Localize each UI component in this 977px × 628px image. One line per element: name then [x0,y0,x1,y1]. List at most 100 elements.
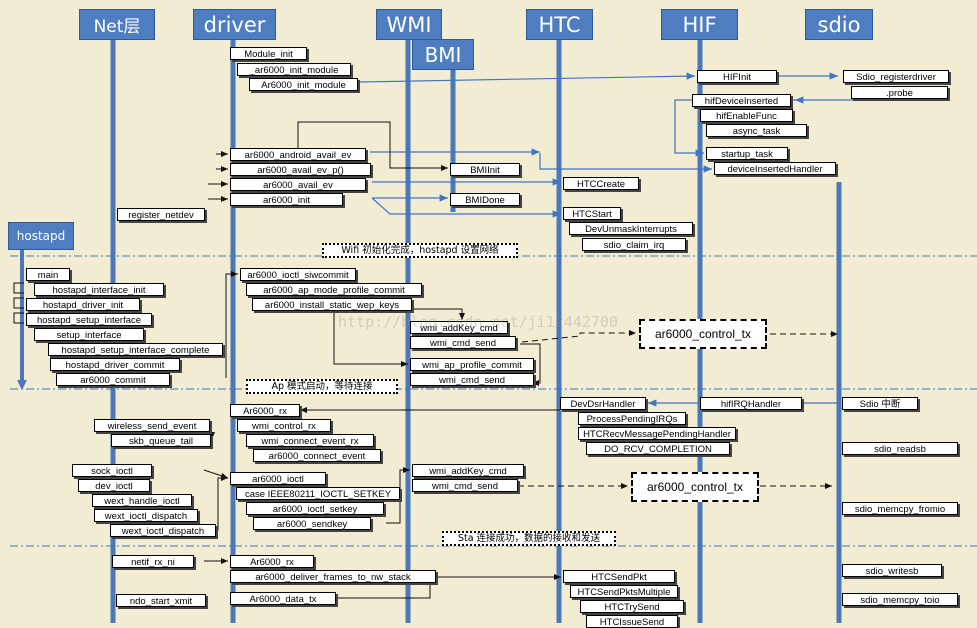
call-arrow [520,343,541,386]
function-box: ar6000_init [230,193,343,206]
function-box: async_task [706,124,807,137]
function-box: HTCSendPkt [563,570,675,583]
function-box: wext_ioctl_dispatch [94,509,198,522]
note-ap-mode: Ap 模式启动，等待连接 [246,379,398,394]
call-arrow [203,469,229,479]
header-hif: HIF [661,9,738,40]
call-arrow [357,72,696,83]
header-bmi: BMI [412,39,474,70]
function-box: ar6000_ap_mode_profile_commit [246,283,422,296]
function-box: BMIInit [450,163,520,176]
function-box: ar6000_android_avail_ev [230,148,366,161]
function-box: ar6000_commit [56,373,170,386]
header-driver: driver [193,9,276,40]
function-box: ndo_start_xmit [116,594,206,607]
function-box: Module_init [230,47,307,60]
function-box: Ar6000_init_module [249,78,358,91]
function-box: hifEnableFunc [700,109,793,122]
function-box: HIFInit [697,70,777,83]
function-box: hifDeviceInserted [692,94,791,107]
note-sta-connected: Sta 连接成功，数据的接收和发送 [442,531,616,546]
function-box: ar6000_install_static_wep_keys [252,298,412,311]
function-box: sdio_memcpy_toio [842,593,958,606]
function-box: wmi_cmd_send [412,479,518,492]
function-box: HTCStart [563,207,621,220]
function-box: ar6000_ioctl [230,472,326,485]
function-box: wext_ioctl_dispatch [110,524,216,537]
function-box: wmi_cmd_send [410,336,516,349]
function-box: wmi_ap_profile_commit [410,358,534,371]
function-box: BMIDone [450,193,520,206]
function-box: .probe [851,86,948,99]
call-arrow [204,475,228,531]
function-box: hostapd_driver_init [26,298,140,311]
call-arrow [297,121,448,171]
function-box: sdio_writesb [842,564,942,577]
call-arrow [316,574,561,599]
function-box: ar6000_sendkey [253,517,371,530]
function-box: sock_ioctl [72,464,152,477]
function-box: HTCSendPktsMultiple [570,585,678,598]
self-call-loop [13,312,24,324]
function-box: _ar6000_init_module [237,63,351,76]
function-box: sdio_memcpy_fromio [842,502,958,515]
control-tx-box: ar6000_control_tx [639,319,767,349]
header-htc: HTC [526,9,593,40]
function-box: ar6000_avail_ev [230,178,366,191]
header-hostapd: hostapd [8,222,74,250]
function-box: case IEEE80211_IOCTL_SETKEY [236,487,400,500]
function-box: ar6000_avail_ev_p() [230,163,371,176]
function-box: hostapd_driver_commit [50,358,180,371]
function-box: deviceInsertedHandler [714,162,836,175]
function-box: HTCRecvMessagePendingHandler [578,427,736,440]
function-box: wireless_send_event [94,419,210,432]
function-box: startup_task [706,147,788,160]
function-box: wmi_connect_event_rx [246,434,374,447]
function-box: hostapd_interface_init [34,283,164,296]
header-sdio: sdio [805,9,873,40]
function-box: wmi_addKey_cmd [410,321,508,334]
self-call-loop [13,282,24,294]
lifeline-hostapd-arrowhead [17,380,27,390]
function-box: ar6000_ioctl_setkey [246,502,384,515]
function-box: sdio_readsb [842,442,958,455]
function-box: ProcessPendingIRQs [578,412,686,425]
function-box: Ar6000_rx [230,404,300,417]
function-box: ar6000_deliver_frames_to_nw_stack [230,570,436,583]
note-wifi-init: Wifi 初始化完成，hostapd 设置网络 [322,243,518,258]
function-box: Sdio_registerdriver [843,70,949,83]
call-arrow [386,467,410,524]
call-arrow [225,271,238,378]
function-box: hifIRQHandler [700,397,802,410]
call-arrow [371,197,561,218]
function-box: Ar6000_data_tx [230,592,336,605]
function-box: main [26,268,70,281]
function-box: setup_interface [34,328,144,341]
function-box: DevUnmaskInterrupts [569,222,693,235]
function-box: netif_rx_ni [112,555,194,568]
function-box: wmi_addKey_cmd [412,464,524,477]
function-box: hostapd_setup_interface [26,313,152,326]
function-box: hostapd_setup_interface_complete [48,343,223,356]
function-box: wext_handle_ioctl [92,494,192,507]
function-box: HTCIssueSend [586,615,678,628]
function-box: HTCCreate [563,177,639,190]
function-box: dev_ioctl [78,479,150,492]
function-box: Ar6000_rx [230,555,314,568]
function-box: wmi_cmd_send [410,373,534,386]
header-wmi: WMI [376,9,442,40]
self-call-loop [13,297,24,309]
function-box: Sdio 中断 [842,397,918,410]
watermark: http://blog.csdn.net/ji12442700 [338,313,618,331]
control-tx-arrow [521,330,636,343]
function-box: sdio_claim_irq [582,238,686,251]
function-box: DevDsrHandler [560,397,646,410]
function-box: skb_queue_tail [111,434,211,447]
function-box: register_netdev [117,208,205,221]
control-tx-box: ar6000_control_tx [631,472,759,502]
function-box: ar6000_connect_event [253,449,381,462]
function-box: ar6000_ioctl_siwcommit [240,268,356,281]
header-net: Net层 [79,9,155,40]
function-box: HTCTrySend [580,600,684,613]
